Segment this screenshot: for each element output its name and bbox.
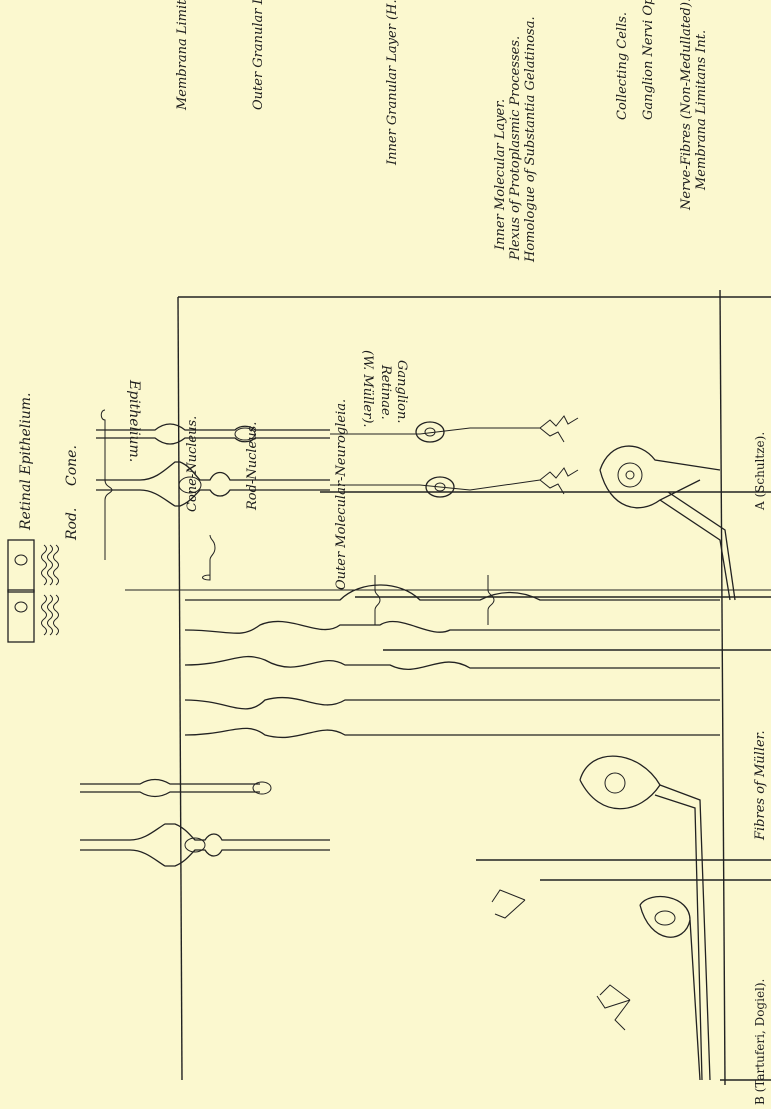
ganglion-b-body <box>580 756 660 809</box>
ganglion-a-lower <box>600 470 700 508</box>
label-epithelium: Epithelium. <box>126 379 142 462</box>
ganglion-cells-a <box>600 446 735 600</box>
cone-b-body <box>80 824 330 840</box>
epithelium-nucleus-b <box>15 602 27 612</box>
rod-cone-b <box>80 780 330 867</box>
label-rod: Rod. <box>64 508 80 541</box>
label-a-schultze: A (Schultze). <box>753 432 767 511</box>
brace-epithelium <box>101 410 112 560</box>
label-fibres-of-muller: Fibres of Müller. <box>753 730 768 841</box>
braces <box>101 410 494 625</box>
left-frame <box>178 297 182 1080</box>
label-inner-molecular-1: Inner Molecular Layer. <box>493 99 508 251</box>
granular-cells-a <box>330 416 578 497</box>
layer-lines <box>125 290 771 1085</box>
label-membrana-int: Membrana Limitans Int. <box>694 30 709 191</box>
cone-a-body-lower <box>96 490 330 506</box>
brace-inner-granular <box>375 575 380 625</box>
label-outer-granular: Outer Granular Layer. <box>251 0 266 110</box>
right-frame <box>720 290 725 1085</box>
epithelium-nucleus-a <box>15 555 27 565</box>
rod-b-body <box>80 780 260 785</box>
label-membrana-limitans-ext: Membrana Limitans Ext <box>175 0 190 111</box>
ganglion-cells-b <box>492 756 710 1080</box>
label-ganglion-1: Ganglion. <box>394 360 409 423</box>
label-rod-nucleus: Rod-Nucleus. <box>245 422 260 511</box>
rod-b-body-lower <box>80 792 260 797</box>
brace-inner-molecular <box>488 575 494 625</box>
rotated-labels: Retinal Epithelium. Rod. Cone. Cone-Nucl… <box>18 0 768 1105</box>
label-inner-molecular-2: Plexus of Protoplasmic Processes. <box>508 36 523 261</box>
muller-fibres <box>185 585 720 737</box>
label-ganglion-nervi: Ganglion Nervi Optici. <box>641 0 656 120</box>
ganglion-a-axon <box>660 500 730 600</box>
cone-b-body-lower <box>80 850 330 866</box>
brace-outer-granular <box>203 535 216 580</box>
cone-a-body <box>96 462 330 480</box>
retinal-epithelium-cells <box>8 540 59 642</box>
label-ganglion-3: (W. Müller). <box>360 350 375 428</box>
label-ganglion-2: Retinae. <box>378 364 393 420</box>
ganglion-b-small <box>640 897 690 938</box>
label-outer-molecular: Outer Molecular-Neurogleia. <box>334 399 349 590</box>
rod-nucleus-b <box>253 782 271 794</box>
epithelium-cell-a <box>8 540 34 592</box>
epithelium-cell-b <box>8 590 34 642</box>
label-collecting-cells: Collecting Cells. <box>615 12 630 120</box>
label-inner-molecular-3: Homologue of Substantia Gelatinosa. <box>523 16 538 263</box>
label-b-tartuferi: B (Tartuferi, Dogiel). <box>753 979 767 1105</box>
label-inner-granular: Inner Granular Layer (H. Müller). <box>385 0 400 166</box>
label-nerve-fibres: Nerve-Fibres (Non-Medullated). <box>679 0 694 211</box>
label-cone: Cone. <box>64 445 80 486</box>
ganglion-a-upper <box>600 446 720 470</box>
label-retinal-epithelium: Retinal Epithelium. <box>18 392 34 531</box>
label-cone-nucleus: Cone-Nucleus. <box>185 416 200 512</box>
